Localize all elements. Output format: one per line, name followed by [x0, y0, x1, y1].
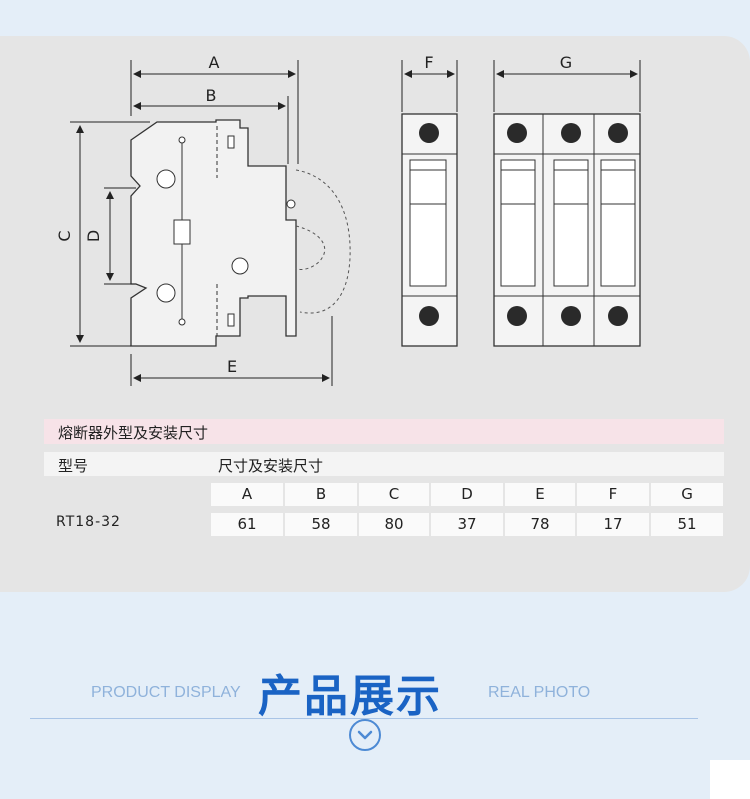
- section-title: 熔断器外型及安装尺寸: [58, 424, 209, 442]
- real-photo-label: REAL PHOTO: [488, 684, 591, 701]
- divider-line: [30, 718, 698, 719]
- table-cell-D: 37: [431, 513, 503, 536]
- column-header-D: D: [431, 483, 503, 506]
- product-display-section: [0, 604, 750, 799]
- label-D: D: [84, 230, 103, 242]
- column-header-C: C: [359, 483, 429, 506]
- side-view: [130, 119, 351, 347]
- dimension-header: 尺寸及安装尺寸: [218, 457, 324, 475]
- model-header: 型号: [58, 457, 89, 475]
- table-cell-A: 61: [211, 513, 283, 536]
- table-row-model: RT18-32: [56, 514, 121, 530]
- table-cell-C: 80: [359, 513, 429, 536]
- top-band: [0, 0, 750, 36]
- dimension-drawing: A B C D E F G: [55, 53, 641, 386]
- table-cell-E: 78: [505, 513, 575, 536]
- table-cell-B: 58: [285, 513, 357, 536]
- table-cell-F: 17: [577, 513, 649, 536]
- label-G: G: [560, 53, 572, 72]
- table-header-row: 型号 尺寸及安装尺寸: [44, 452, 724, 476]
- label-F: F: [424, 53, 433, 72]
- column-header-B: B: [285, 483, 357, 506]
- front-view-single: [401, 113, 458, 347]
- column-header-E: E: [505, 483, 575, 506]
- section-title-row: 熔断器外型及安装尺寸: [44, 419, 724, 444]
- label-A: A: [209, 53, 220, 72]
- label-E: E: [227, 357, 237, 376]
- label-C: C: [55, 230, 74, 241]
- corner-patch: [710, 760, 750, 799]
- front-view-triple: [493, 113, 641, 347]
- table-cell-G: 51: [651, 513, 723, 536]
- label-B: B: [206, 86, 217, 105]
- column-header-G: G: [651, 483, 723, 506]
- column-header-F: F: [577, 483, 649, 506]
- column-header-A: A: [211, 483, 283, 506]
- scroll-down-button[interactable]: [349, 719, 381, 751]
- chevron-down-icon: [357, 730, 373, 740]
- dimension-lines: [70, 60, 333, 386]
- product-display-label: PRODUCT DISPLAY: [91, 684, 241, 701]
- product-display-title: 产品展示: [258, 671, 442, 722]
